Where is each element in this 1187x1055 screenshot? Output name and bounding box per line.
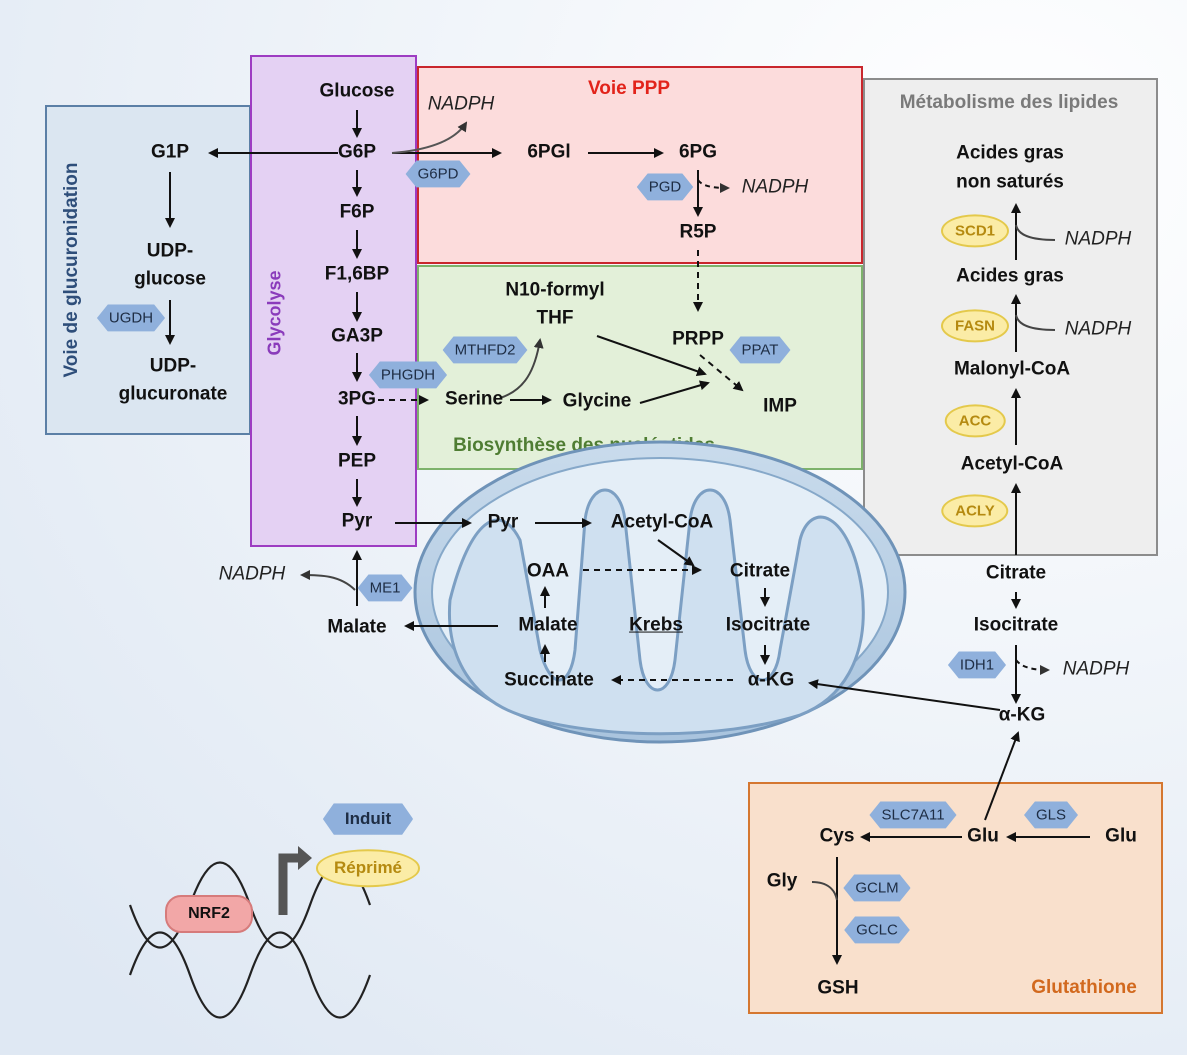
ppp-title: Voie PPP [587, 78, 671, 99]
enzyme-ppat: PPAT [730, 336, 791, 363]
enzyme-acly: ACLY [941, 494, 1009, 528]
enzyme-mthfd2: MTHFD2 [443, 336, 528, 363]
metabolite-udp-glucuronate: UDP- glucuronate [118, 355, 228, 404]
legend-induced: Induit [323, 803, 413, 835]
metabolite-akg: α-KG [998, 704, 1046, 726]
metabolite-udp-glucose: UDP- glucose [134, 240, 206, 289]
metabolite-glucose: Glucose [319, 80, 395, 102]
metabolite-n10-formyl-thf: N10-formyl THF [505, 279, 605, 328]
enzyme-idh1: IDH1 [948, 651, 1006, 678]
metabolite-pep: PEP [337, 450, 377, 472]
metabolite-glu-1: Glu [967, 825, 999, 847]
cofactor-nadph-me1: NADPH [218, 563, 286, 585]
enzyme-acc: ACC [944, 404, 1006, 438]
enzyme-gls: GLS [1024, 801, 1078, 828]
enzyme-me1: ME1 [358, 574, 413, 601]
metabolite-f6p: F6P [339, 201, 375, 223]
enzyme-pgd: PGD [637, 173, 694, 200]
enzyme-scd1: SCD1 [940, 214, 1010, 248]
glutathione-title: Glutathione [1031, 977, 1137, 998]
glucuronidation-box [45, 105, 251, 435]
nrf2-protein [165, 895, 253, 933]
metabolite-prpp: PRPP [672, 328, 724, 350]
metabolite-citrate-mito: Citrate [729, 560, 791, 582]
enzyme-gclm: GCLM [843, 874, 910, 901]
enzyme-ugdh: UGDH [97, 304, 165, 331]
metabolite-akg-mito: α-KG [747, 669, 795, 691]
cofactor-nadph-pgd: NADPH [741, 176, 809, 198]
metabolite-malate-cytosol: Malate [327, 616, 387, 638]
enzyme-fasn: FASN [940, 309, 1010, 343]
enzyme-g6pd: G6PD [406, 160, 471, 187]
metabolite-acetyl-coa: Acetyl-CoA [960, 453, 1064, 475]
metabolite-succinate: Succinate [504, 669, 594, 691]
cofactor-nadph-idh1: NADPH [1062, 658, 1130, 680]
metabolite-oaa: OAA [526, 560, 570, 582]
legend-repressed: Réprimé [315, 849, 421, 887]
metabolite-isocitrate: Isocitrate [973, 614, 1059, 636]
metabolite-fa-unsaturated: Acides gras non saturés [956, 142, 1064, 193]
enzyme-phgdh: PHGDH [369, 361, 447, 388]
metabolite-cys: Cys [819, 825, 855, 847]
metabolite-glycine: Glycine [562, 390, 632, 412]
nucleotide-box [417, 265, 863, 470]
metabolite-6pgl: 6PGl [527, 141, 571, 163]
cofactor-nadph-scd1: NADPH [1064, 228, 1132, 250]
krebs-cycle-label: Krebs [629, 614, 683, 636]
nrf2-label: NRF2 [188, 905, 230, 923]
metabolite-acetyl-coa-mito: Acetyl-CoA [610, 511, 714, 533]
metabolite-glu-2: Glu [1105, 825, 1137, 847]
metabolite-malate-mito: Malate [518, 614, 578, 636]
enzyme-slc7a11: SLC7A11 [869, 801, 956, 828]
metabolite-3pg: 3PG [337, 388, 377, 410]
transcription-arrow [278, 846, 312, 915]
metabolite-g1p: G1P [150, 141, 190, 163]
glycolysis-box [250, 55, 417, 547]
metabolite-f16bp: F1,6BP [324, 263, 390, 285]
metabolite-ga3p: GA3P [331, 325, 383, 347]
mitochondrion [413, 440, 907, 744]
glutathione-box [748, 782, 1163, 1014]
metabolite-fatty-acids: Acides gras [956, 265, 1064, 287]
dna-helix [128, 861, 372, 1019]
cofactor-nadph-g6pd: NADPH [427, 93, 495, 115]
metabolite-g6p: G6P [337, 141, 377, 163]
metabolite-r5p: R5P [679, 221, 717, 243]
metabolite-citrate: Citrate [985, 562, 1047, 584]
metabolite-serine: Serine [444, 388, 504, 410]
metabolite-pyr-mito: Pyr [487, 511, 519, 533]
metabolite-gly: Gly [766, 870, 798, 892]
metabolite-gsh: GSH [817, 977, 859, 999]
arrows [165, 110, 1090, 965]
metabolite-imp: IMP [763, 395, 797, 417]
cofactor-nadph-fasn: NADPH [1064, 318, 1132, 340]
metabolite-isocitrate-mito: Isocitrate [725, 614, 811, 636]
metabolite-pyr: Pyr [341, 510, 373, 532]
lipid-box [863, 78, 1158, 556]
metabolite-6pg: 6PG [678, 141, 718, 163]
lipids-title: Métabolisme des lipides [899, 92, 1119, 113]
enzyme-gclc: GCLC [844, 916, 910, 943]
ppp-box [417, 66, 863, 264]
metabolite-malonyl-coa: Malonyl-CoA [953, 358, 1071, 380]
